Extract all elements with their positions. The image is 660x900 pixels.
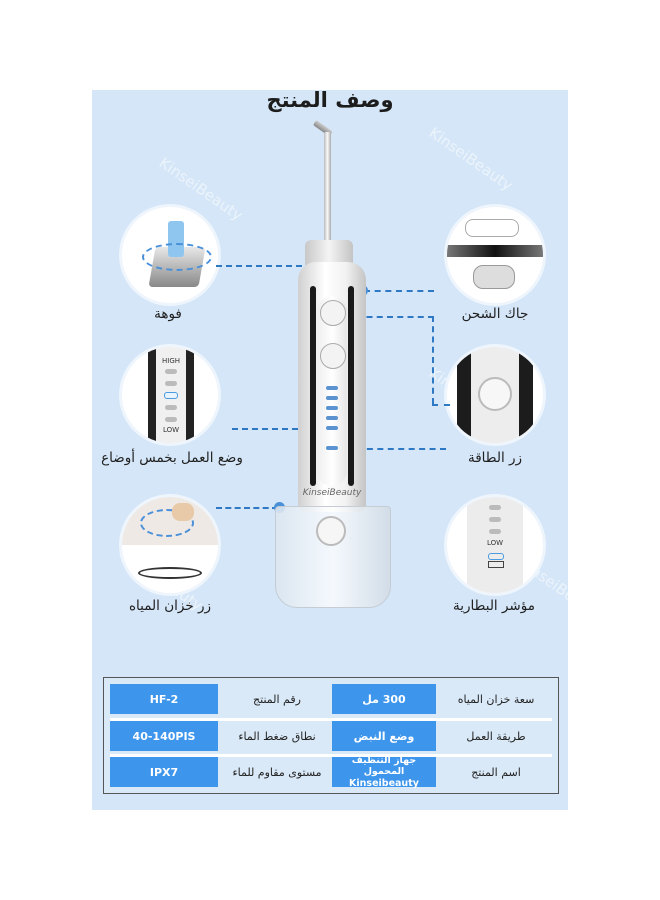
- row-divider: [110, 754, 552, 757]
- table-row: IPX7 مستوى مقاوم للماء جهاز التنظيف المح…: [110, 755, 552, 789]
- nozzle-shaft: [324, 132, 331, 242]
- spec-label: نطاق ضغط الماء: [238, 729, 316, 743]
- battery-low-label: LOW: [486, 539, 504, 547]
- tank-button-label: زر خزان المياه: [128, 598, 211, 614]
- power-connector-end: [432, 404, 450, 406]
- power-button-label: زر الطاقة: [467, 450, 523, 466]
- spec-label: اسم المنتج: [471, 765, 521, 779]
- charging-jack-image: [447, 207, 543, 303]
- spec-label: سعة خزان المياه: [457, 692, 535, 706]
- specs-table: HF-2 رقم المنتج 300 مل سعة خزان المياه 4…: [103, 677, 559, 794]
- spec-label: رقم المنتج: [253, 692, 301, 706]
- spec-value: جهاز التنظيف المحمول Kinseibeauty: [332, 755, 436, 789]
- mode-button: [320, 343, 346, 369]
- five-modes-label: وضع العمل بخمس أوضاع: [101, 450, 243, 466]
- power-connector: [346, 316, 434, 318]
- charging-jack-label: جاك الشحن: [461, 306, 529, 322]
- low-label: LOW: [162, 426, 180, 434]
- battery-indicator-label: مؤشر البطارية: [453, 598, 535, 614]
- body-stripe-right: [348, 286, 354, 486]
- spec-label: طريقة العمل: [466, 729, 526, 743]
- brand-label: KinseiBeauty: [302, 488, 362, 498]
- spec-value: 300 مل: [332, 684, 436, 714]
- spec-value: HF-2: [110, 684, 218, 714]
- control-panel: [317, 296, 347, 486]
- tank-connector: [216, 507, 278, 509]
- mode-led: [326, 396, 338, 400]
- battery-connector: [346, 448, 446, 450]
- spec-label: مستوى مقاوم للماء: [232, 765, 322, 779]
- tank-button-image: [122, 497, 218, 593]
- jack-connector: [364, 290, 434, 292]
- power-button: [320, 300, 346, 326]
- nozzle-detail-image: [122, 207, 218, 303]
- table-row: 40-140PIS نطاق ضغط الماء وضع النبض طريقة…: [110, 721, 552, 751]
- mode-led: [326, 406, 338, 410]
- power-button-image: [447, 347, 543, 443]
- high-label: HIGH: [161, 357, 181, 365]
- mode-led: [326, 426, 338, 430]
- mode-led: [326, 386, 338, 390]
- spec-value: وضع النبض: [332, 721, 436, 751]
- page-title: وصف المنتج: [266, 90, 394, 112]
- mode-led: [326, 416, 338, 420]
- tank-release-button: [316, 516, 346, 546]
- nozzle-label: فوهة: [154, 306, 182, 322]
- mode-panel-image: HIGH LOW: [122, 347, 218, 443]
- power-connector-vertical: [432, 316, 434, 404]
- watermark: KinseiBeauty: [425, 123, 517, 195]
- table-row: HF-2 رقم المنتج 300 مل سعة خزان المياه: [110, 684, 552, 714]
- spec-value: IPX7: [110, 757, 218, 787]
- battery-indicator-image: LOW: [447, 497, 543, 593]
- body-stripe-left: [310, 286, 316, 486]
- nozzle-connector: [216, 265, 312, 267]
- battery-led: [326, 446, 338, 450]
- row-divider: [110, 718, 552, 721]
- mode-connector: [232, 428, 328, 430]
- spec-value: 40-140PIS: [110, 721, 218, 751]
